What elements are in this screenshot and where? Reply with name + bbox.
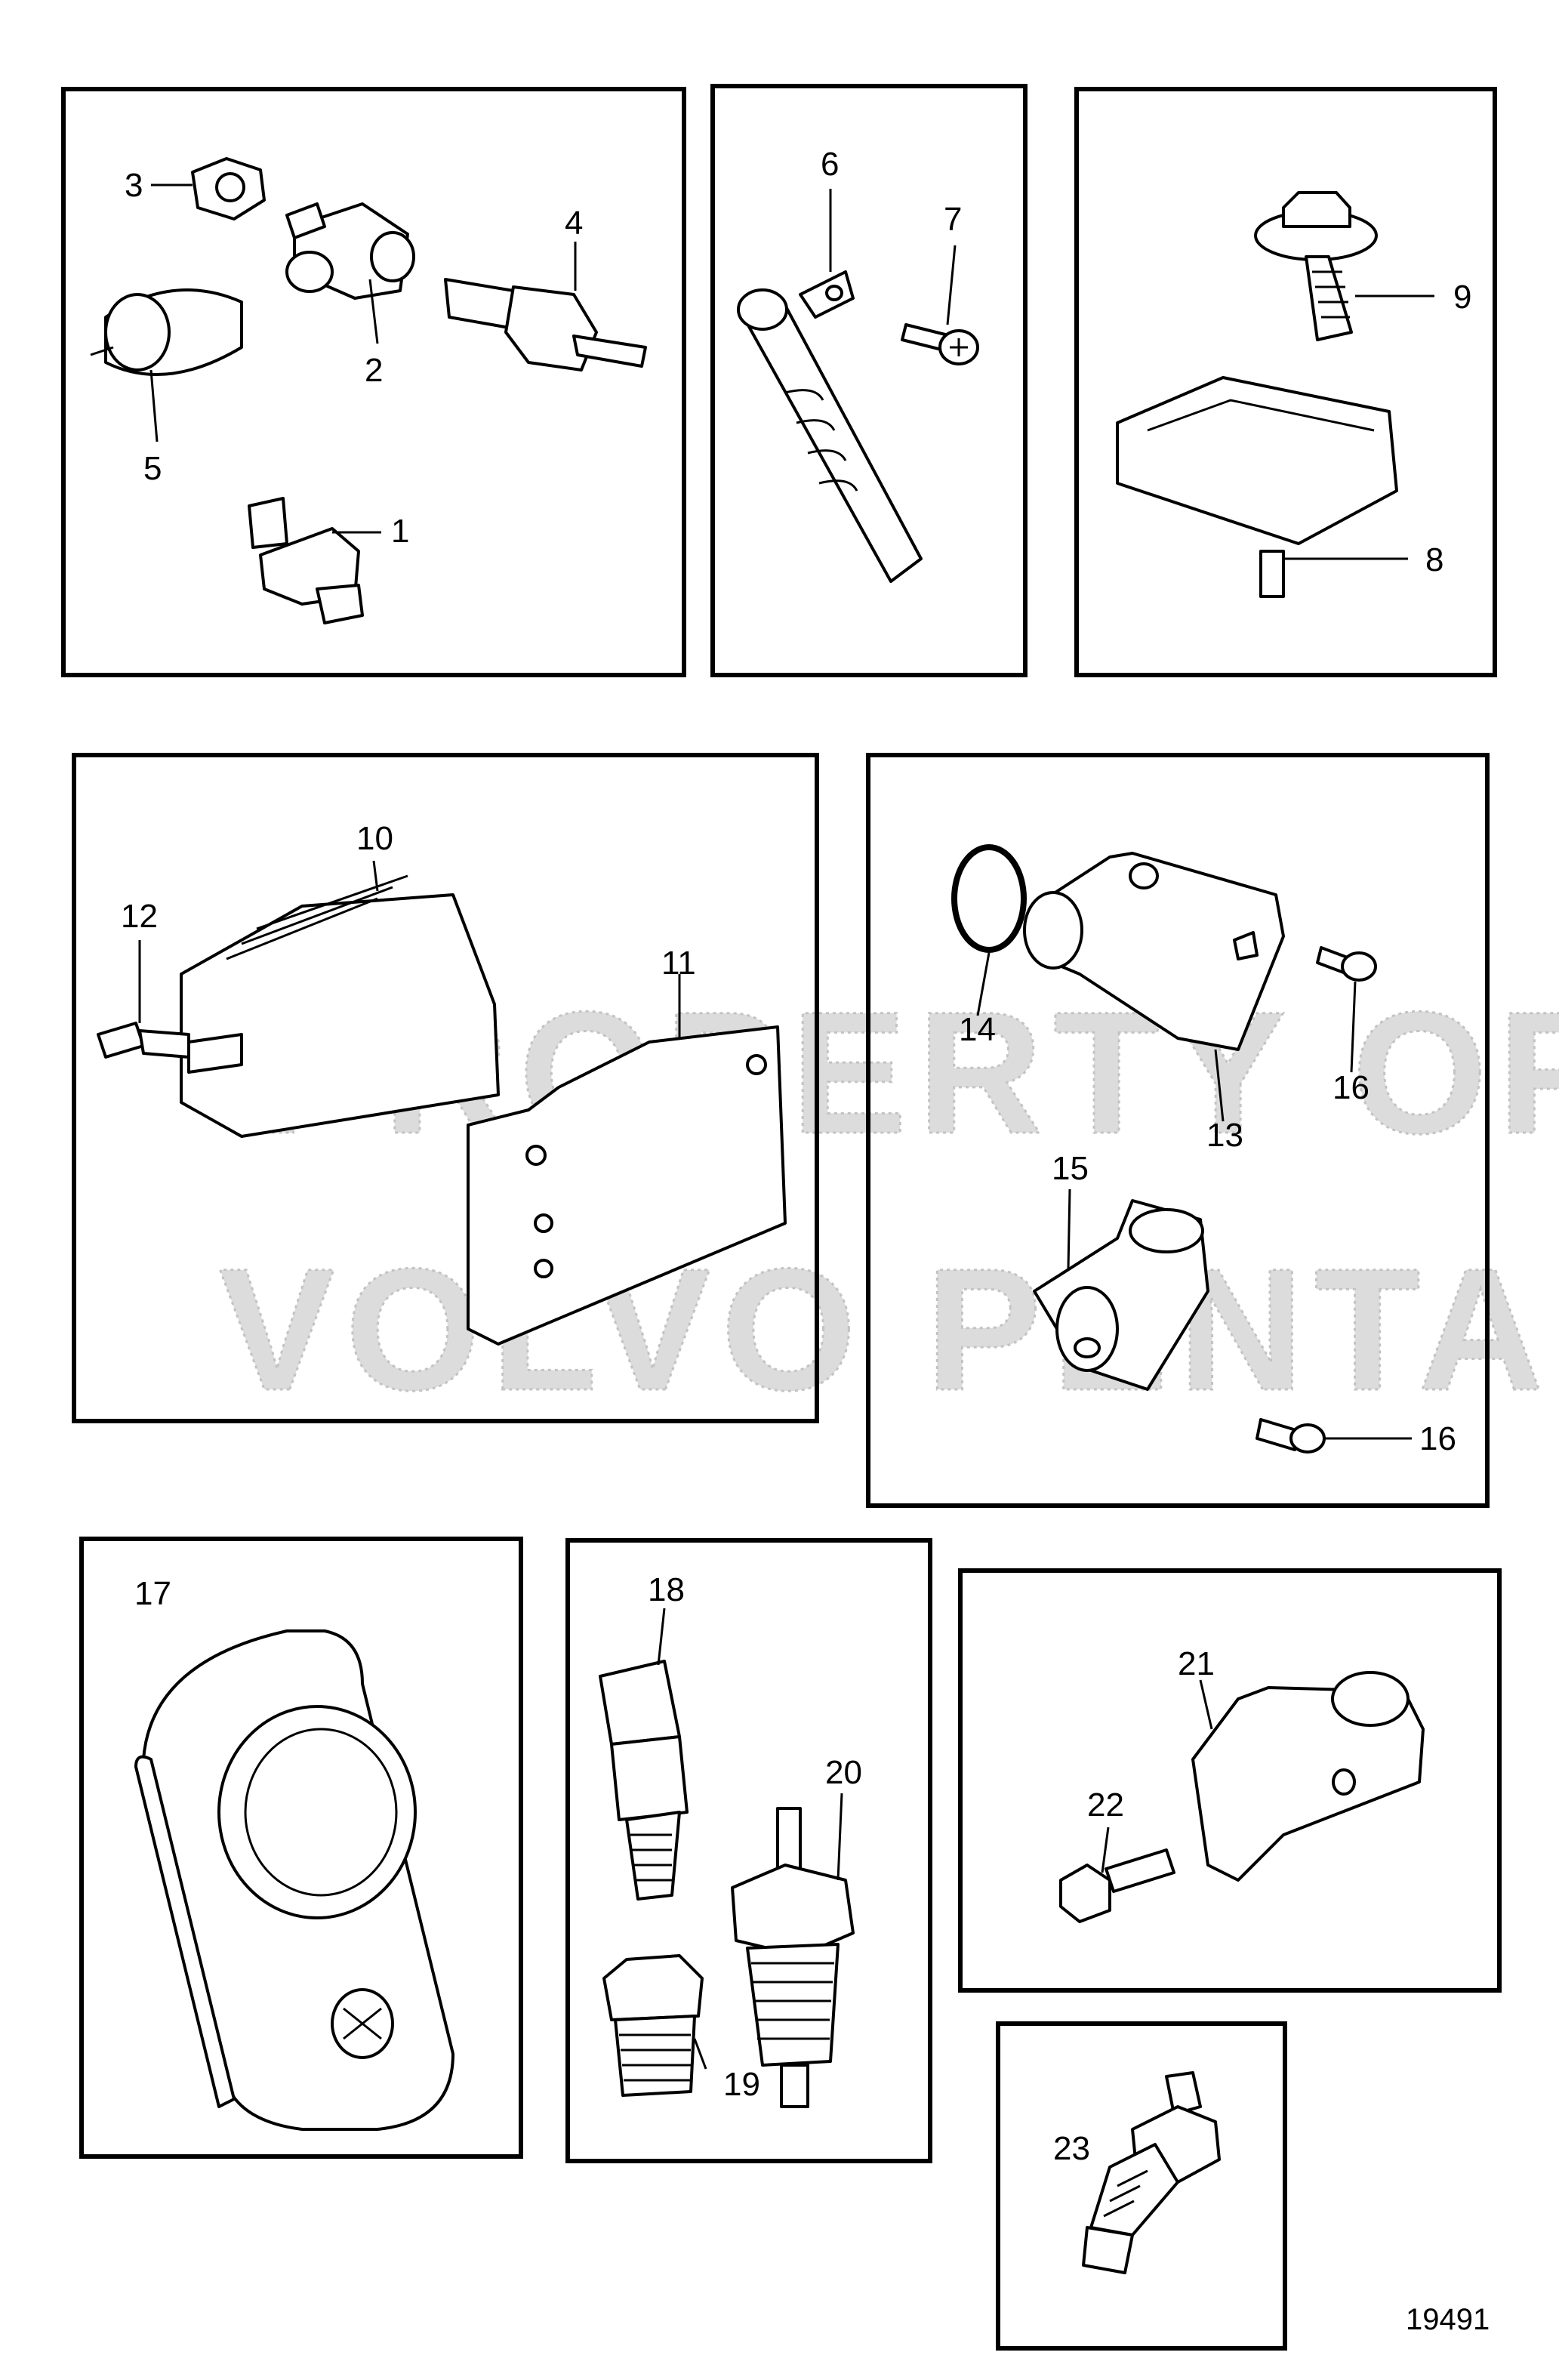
watermark: PROPERTY OF VOLVO PENTA	[218, 975, 1559, 1428]
o-ring-part-14	[951, 844, 1027, 953]
leader-13	[1214, 1049, 1225, 1122]
callout-9: 9	[1453, 279, 1471, 316]
map-sensor-part-8	[1116, 376, 1398, 598]
callout-23: 23	[1053, 2130, 1090, 2167]
callout-2: 2	[365, 352, 383, 389]
screw-part-7	[901, 323, 979, 365]
callout-4: 4	[565, 205, 583, 242]
screw-part-22	[1059, 1848, 1175, 1923]
control-module-part-10	[180, 874, 500, 1138]
pressure-switch-part-4	[444, 278, 647, 371]
panel-camshaft-sensor: 21 22	[958, 1568, 1502, 1993]
leader-15	[1067, 1188, 1071, 1269]
leader-10	[372, 860, 379, 892]
screw-part-16-upper	[1316, 946, 1377, 982]
bracket-part-11	[467, 1025, 787, 1346]
callout-14: 14	[959, 1011, 996, 1048]
panel-speed-sensors: 14 13 16 15 16	[866, 753, 1490, 1508]
leader-22	[1101, 1827, 1110, 1873]
leader-21	[1199, 1679, 1213, 1730]
callout-6: 6	[821, 146, 839, 183]
callout-7: 7	[944, 201, 962, 238]
panel-sensor-23: 23	[996, 2021, 1287, 2351]
callout-13: 13	[1206, 1117, 1243, 1154]
panel-map-sensor: 9 8	[1074, 87, 1497, 677]
callout-3: 3	[125, 167, 143, 204]
adapter-part-19	[602, 1954, 704, 2097]
panel-control-module: 10 11 12	[72, 753, 819, 1423]
switch-part-1	[248, 497, 364, 624]
sensor-part-21	[1191, 1671, 1425, 1882]
leader-20	[836, 1793, 843, 1881]
callout-18: 18	[648, 1571, 685, 1608]
watermark-line-2: VOLVO PENTA	[219, 1232, 1554, 1426]
leader-7	[946, 245, 957, 325]
callout-12: 12	[121, 898, 158, 935]
figure-number: 19491	[1406, 2303, 1490, 2336]
panel-display: 17	[79, 1537, 523, 2159]
callout-19: 19	[723, 2066, 760, 2103]
screw-part-12	[97, 1022, 190, 1059]
display-part-17	[134, 1629, 454, 2131]
leader-16-upper	[1350, 981, 1357, 1073]
callout-17: 17	[134, 1575, 171, 1612]
callout-20: 20	[825, 1754, 862, 1791]
adapter-part-2	[285, 202, 415, 300]
leader-2	[368, 279, 379, 344]
sensor-part-18	[599, 1660, 689, 1901]
callout-21: 21	[1178, 1645, 1215, 1682]
bolt-part-9	[1254, 191, 1378, 341]
leader-5	[149, 369, 159, 442]
sensor-part-20	[731, 1807, 855, 2108]
screw-part-16-lower	[1256, 1418, 1326, 1454]
leader-19	[693, 2038, 707, 2070]
sensor-part-15	[1033, 1199, 1209, 1391]
sensor-part-6	[737, 270, 923, 583]
callout-22: 22	[1087, 1787, 1124, 1824]
callout-1: 1	[391, 513, 409, 550]
callout-11: 11	[661, 945, 696, 982]
panel-level-sensor: 6 7	[710, 84, 1028, 677]
callout-15: 15	[1052, 1150, 1089, 1187]
leader-14	[976, 952, 991, 1016]
callout-10: 10	[356, 820, 393, 857]
panel-pressure-sensors: 3 2 4 5 1	[61, 87, 686, 677]
leader-18	[657, 1608, 666, 1666]
callout-16-lower: 16	[1419, 1420, 1456, 1457]
callout-16-upper: 16	[1333, 1069, 1370, 1106]
panel-temperature-senders: 18 19 20	[565, 1538, 932, 2163]
callout-8: 8	[1425, 541, 1443, 578]
pressure-sensor-part-5	[90, 288, 243, 376]
sensor-part-23	[1082, 2071, 1221, 2274]
callout-5: 5	[143, 450, 162, 487]
nut-part-3	[191, 157, 266, 220]
sensor-part-13	[1023, 852, 1285, 1051]
